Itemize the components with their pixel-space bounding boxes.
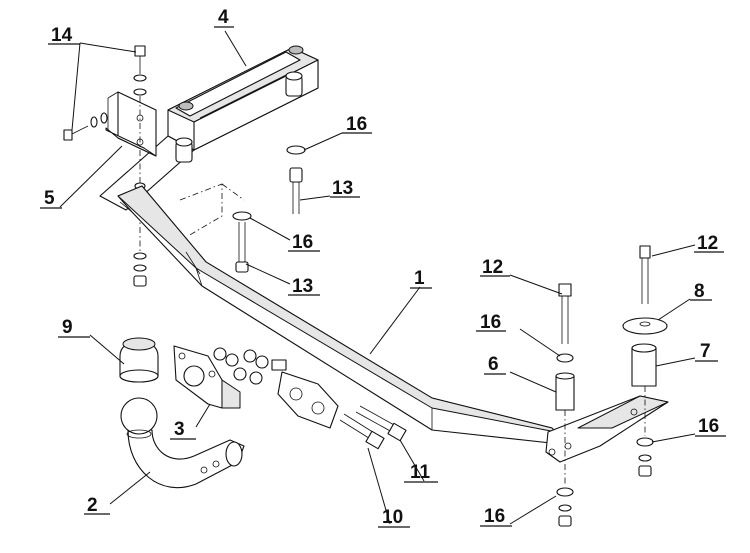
right-end-plate xyxy=(545,395,669,463)
coupling-plate xyxy=(277,371,339,429)
callout-16-middle: 16 xyxy=(288,232,320,253)
ball-mount-bracket xyxy=(173,345,241,409)
callout-16-centre: 16 xyxy=(476,312,506,333)
callout-12-left: 12 xyxy=(480,257,510,278)
svg-text:4: 4 xyxy=(218,7,229,28)
svg-text:16: 16 xyxy=(484,506,505,527)
callout-10: 10 xyxy=(378,507,410,528)
callout-13-upper: 13 xyxy=(330,178,360,199)
hidden-edge-outline xyxy=(179,183,245,237)
callout-9: 9 xyxy=(58,317,90,338)
callout-16-right: 16 xyxy=(695,416,726,437)
side-mounting-plate xyxy=(105,91,157,157)
svg-text:13: 13 xyxy=(292,276,313,297)
callout-13-lower: 13 xyxy=(288,276,320,297)
svg-text:11: 11 xyxy=(410,462,431,483)
callout-12-right: 12 xyxy=(694,233,724,254)
tow-ball-cap xyxy=(119,337,159,383)
svg-text:13: 13 xyxy=(332,178,353,199)
left-lower-fasteners xyxy=(133,200,147,287)
bracket-fasteners xyxy=(213,347,287,385)
svg-text:3: 3 xyxy=(174,419,185,440)
svg-text:2: 2 xyxy=(87,495,98,516)
svg-text:6: 6 xyxy=(488,354,499,375)
svg-text:16: 16 xyxy=(346,114,367,135)
callout-3: 3 xyxy=(170,419,196,440)
coupling-bolts xyxy=(339,405,407,450)
svg-text:8: 8 xyxy=(694,281,705,302)
svg-text:9: 9 xyxy=(62,317,73,338)
callout-8: 8 xyxy=(690,281,712,302)
svg-text:16: 16 xyxy=(698,416,719,437)
svg-text:10: 10 xyxy=(382,507,403,528)
callout-7: 7 xyxy=(695,341,718,362)
svg-text:16: 16 xyxy=(292,232,313,253)
svg-text:5: 5 xyxy=(44,188,55,209)
svg-text:12: 12 xyxy=(697,233,718,254)
centre-right-hardware xyxy=(555,283,575,527)
svg-text:1: 1 xyxy=(414,268,425,289)
callout-14: 14 xyxy=(48,25,80,46)
callout-6: 6 xyxy=(484,354,506,375)
callout-16-upper: 16 xyxy=(342,114,372,135)
svg-text:16: 16 xyxy=(480,312,501,333)
leader-lines xyxy=(59,30,696,525)
callout-11: 11 xyxy=(404,462,438,483)
svg-text:7: 7 xyxy=(700,341,711,362)
callout-5: 5 xyxy=(40,188,62,209)
svg-text:12: 12 xyxy=(482,257,503,278)
callout-2: 2 xyxy=(84,495,110,516)
tow-ball-neck xyxy=(120,397,245,489)
callout-16-bottom: 16 xyxy=(480,506,512,527)
upper-mounting-bracket xyxy=(99,45,319,211)
callout-1: 1 xyxy=(410,268,432,289)
centre-upper-hardware xyxy=(232,145,306,273)
right-mount-hardware xyxy=(622,245,668,477)
callout-4: 4 xyxy=(214,7,234,28)
svg-text:14: 14 xyxy=(51,25,73,46)
